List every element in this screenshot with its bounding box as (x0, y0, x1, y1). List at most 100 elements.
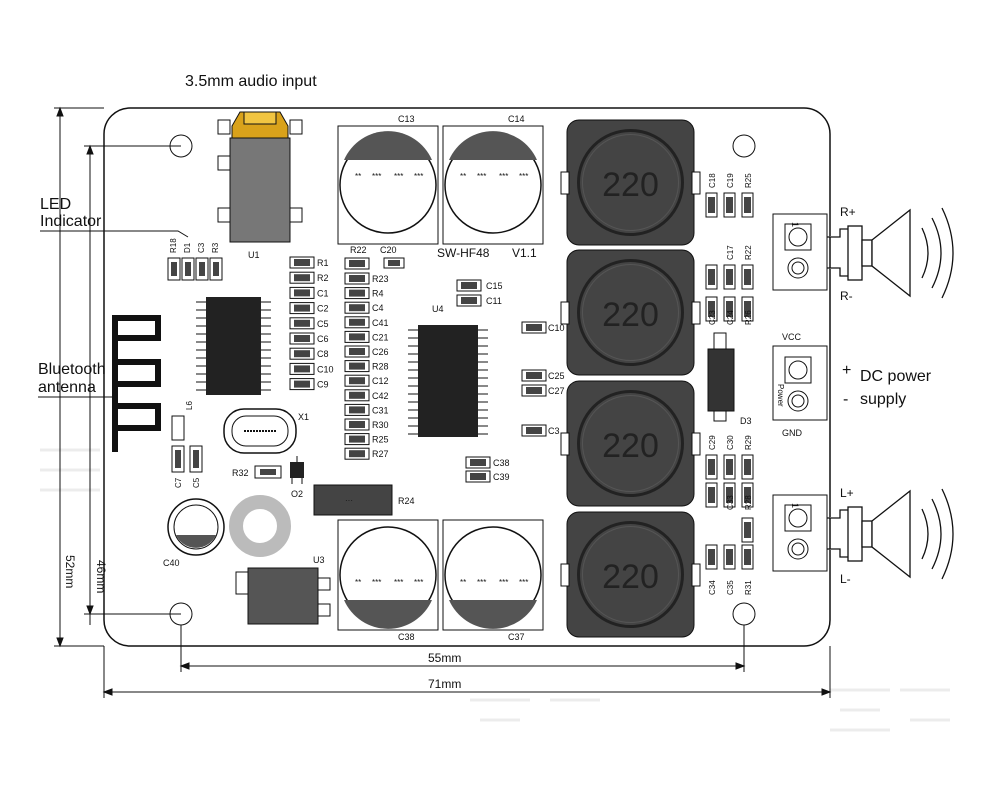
bt-ic-pins (196, 301, 271, 391)
svg-text:***: *** (414, 172, 423, 181)
label-d1: D1 (183, 242, 192, 253)
dimension-lines (54, 106, 832, 698)
designator-label: R28 (372, 362, 389, 372)
capacitor-c14: C14 (442, 114, 544, 245)
designator-label: R31 (744, 580, 753, 595)
label-u3: U3 (313, 555, 325, 565)
capacitor-c13: C13 (337, 114, 439, 245)
inductors: 220 220 220 220 (560, 119, 701, 638)
transistor-o2: O2 (290, 456, 304, 499)
inductor-value: 220 (602, 296, 659, 334)
dim-52mm: 52mm (63, 555, 77, 588)
designator-label: R4 (372, 289, 384, 299)
label-c27: C27 (548, 386, 565, 396)
svg-text:***: *** (499, 172, 508, 181)
smd-part (289, 302, 315, 315)
smd-part (723, 192, 736, 218)
label-c37: C37 (508, 632, 525, 642)
inductor-l6 (171, 415, 185, 441)
mounting-holes (169, 134, 756, 626)
svg-text:***: *** (372, 578, 381, 587)
label-c20-top: C20 (380, 245, 397, 255)
label-c40: C40 (163, 558, 180, 568)
designator-label: C2 (317, 304, 329, 314)
smd-part (289, 286, 315, 299)
designator-label: C8 (317, 349, 329, 359)
label-gnd: GND (782, 428, 803, 438)
label-c5: C5 (192, 477, 201, 488)
smd-part (289, 378, 315, 391)
inductor-220: 220 (560, 380, 701, 507)
designator-label: C26 (372, 347, 389, 357)
designator-label: R2 (317, 273, 329, 283)
smd-part (344, 360, 370, 373)
designator-label: C6 (317, 334, 329, 344)
designator-label: R25 (744, 173, 753, 188)
designator-label: R27 (372, 449, 389, 459)
capacitor-c40: C40 (163, 498, 225, 568)
label-l-plus: L+ (840, 486, 854, 500)
svg-text:***: *** (372, 172, 381, 181)
label-r18: R18 (169, 238, 178, 253)
svg-text:**: ** (355, 578, 361, 587)
label-r22-top: R22 (350, 245, 367, 255)
svg-text:***: *** (519, 172, 528, 181)
label-vcc: VCC (782, 332, 802, 342)
smd-part (705, 544, 718, 570)
designator-label: C9 (317, 380, 329, 390)
svg-text:***: *** (477, 578, 486, 587)
designator-label: C33 (726, 495, 735, 510)
dc-plus-sign: + (842, 362, 851, 379)
speaker-left: L+ L- (827, 486, 954, 586)
smd-part (741, 482, 754, 508)
label-c38s: C38 (493, 458, 510, 468)
svg-text:***: *** (394, 578, 403, 587)
terminal-right-speaker: 1 (772, 213, 828, 291)
smd-part (344, 433, 370, 446)
designator-label: C12 (372, 376, 389, 386)
label-r-minus: R- (840, 289, 853, 303)
designator-label: C29 (708, 435, 717, 450)
smd-part (344, 418, 370, 431)
designator-label: R25 (372, 435, 389, 445)
designator-label: C21 (372, 332, 389, 342)
label-c13: C13 (398, 114, 415, 124)
label-c7: C7 (174, 477, 183, 488)
inductor-value: 220 (602, 558, 659, 596)
speaker-right: R+ R- (827, 205, 954, 303)
smd-part (289, 332, 315, 345)
bluetooth-label-1: Bluetooth (38, 361, 106, 378)
label-c14: C14 (508, 114, 525, 124)
smd-part (344, 345, 370, 358)
label-c15: C15 (486, 281, 503, 291)
designator-label: C10 (317, 364, 334, 374)
inductor-220: 220 (560, 119, 701, 246)
smd-part (741, 296, 754, 322)
led-indicator-label-1: LED (40, 196, 71, 213)
label-c39: C39 (493, 472, 510, 482)
bluetooth-label-2: antenna (38, 379, 96, 396)
smd-part (705, 192, 718, 218)
inductor-220: 220 (560, 249, 701, 376)
designator-label: C4 (372, 303, 384, 313)
inductor-value: 220 (602, 427, 659, 465)
svg-text:***: *** (519, 578, 528, 587)
u1-label: U1 (248, 250, 260, 260)
designator-label: C24 (726, 310, 735, 325)
led-leader-line (40, 230, 189, 238)
designator-label: R29 (744, 435, 753, 450)
designator-label: C31 (372, 405, 389, 415)
smd-part (344, 272, 370, 285)
capacitor-c37: C37 (442, 519, 544, 642)
designator-label: R28 (744, 495, 753, 510)
designator-label: C35 (726, 580, 735, 595)
diode-r24: ··· R24 (313, 484, 415, 516)
label-l6: L6 (185, 401, 194, 410)
smd-part (344, 389, 370, 402)
designator-label: C42 (372, 391, 389, 401)
mounting-hole-tr (732, 134, 756, 158)
label-l-minus: L- (840, 572, 851, 586)
bluetooth-antenna-trace (112, 315, 161, 452)
